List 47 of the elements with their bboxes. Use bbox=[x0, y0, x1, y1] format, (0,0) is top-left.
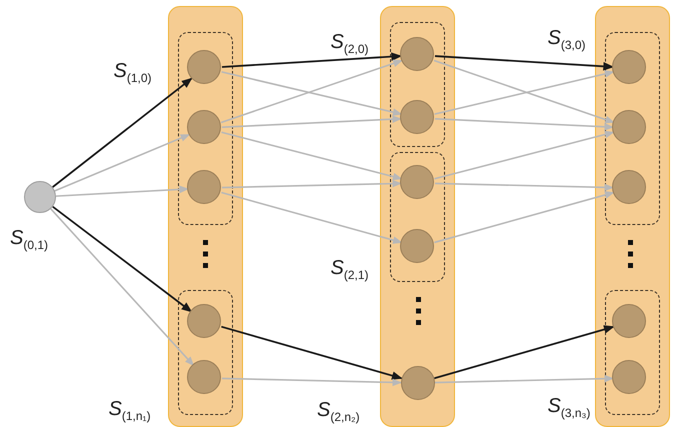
arrow bbox=[434, 191, 615, 244]
state-circle bbox=[187, 110, 221, 144]
arrow bbox=[221, 131, 402, 180]
set-label: S$_{(2,n₂)}$ bbox=[317, 400, 360, 423]
arrow bbox=[52, 78, 192, 188]
set-label: S$_{(1,0)}$ bbox=[114, 60, 152, 84]
set-label: S$_{(2,0)}$ bbox=[330, 32, 369, 54]
arrow bbox=[434, 325, 615, 380]
arrow bbox=[54, 134, 190, 192]
arrow bbox=[56, 186, 189, 197]
arrow bbox=[221, 326, 403, 380]
arrow bbox=[434, 374, 614, 384]
arrow bbox=[221, 71, 402, 116]
state-circle bbox=[400, 229, 434, 263]
arrow bbox=[220, 60, 403, 124]
state-circle bbox=[612, 50, 646, 84]
state-circle bbox=[187, 170, 221, 204]
arrow bbox=[222, 378, 402, 386]
arrow bbox=[50, 208, 194, 366]
state-circle bbox=[400, 100, 434, 134]
state-circle bbox=[187, 360, 221, 394]
state-circle bbox=[612, 304, 646, 338]
arrow bbox=[434, 118, 614, 131]
arrow bbox=[221, 192, 403, 244]
arrow bbox=[52, 206, 192, 312]
state-circle bbox=[612, 360, 646, 394]
arrow bbox=[222, 180, 402, 188]
set-label: S$_{(3,n₃)}$ bbox=[548, 396, 590, 418]
arrow bbox=[434, 60, 615, 124]
state-circle bbox=[400, 37, 434, 71]
state-circle bbox=[612, 170, 646, 204]
arrow bbox=[434, 182, 614, 192]
state-circle bbox=[400, 366, 434, 400]
set-label: S$_{(0,1)}$ bbox=[10, 228, 48, 251]
arrow bbox=[434, 130, 614, 180]
state-circle bbox=[612, 110, 646, 144]
state-circle bbox=[187, 50, 221, 84]
set-label: S$_{(3,0)}$ bbox=[548, 28, 586, 50]
set-label: S$_{(2,1)}$ bbox=[330, 258, 369, 280]
set-label: S$_{(1,n₁)}$ bbox=[108, 398, 151, 422]
state-circle bbox=[187, 304, 221, 338]
arrow bbox=[434, 70, 614, 115]
arrow bbox=[222, 52, 402, 68]
state-circle bbox=[24, 181, 56, 213]
arrow bbox=[222, 115, 402, 128]
state-circle bbox=[400, 165, 434, 199]
arrow bbox=[434, 55, 614, 71]
